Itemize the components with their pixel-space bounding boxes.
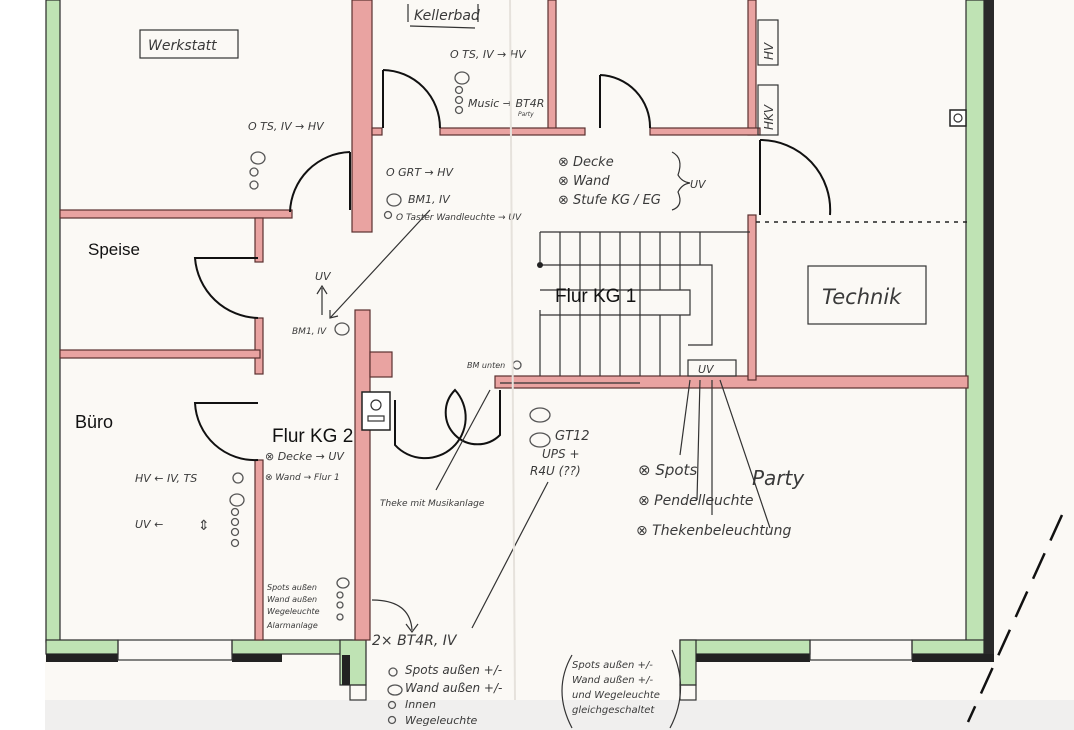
note-bad-music: Music → BT4R [468,97,544,110]
note-theke: Theke mit Musikanlage [380,499,485,509]
boiler-icon [361,391,391,431]
room-buero: Büro [75,412,113,432]
stairs-uv-label: UV [698,363,715,376]
room-hkv: HKV [762,104,776,130]
note-flur1-bm: BM1, IV [408,193,451,206]
dimmer-arrow-icon: ⇕ [198,518,210,534]
room-party: Party [752,466,805,490]
note-party-spots: ⊗ Spots [638,461,697,479]
note-flur2-decke: ⊗ Decke → UV [265,450,345,463]
note-uv-up: UV [315,270,332,283]
note-aussen-wand: Wand außen [267,595,317,604]
note-eingang-wege: Wegeleuchte [405,714,478,727]
note-flur1-grt: O GRT → HV [386,166,455,179]
room-werkstatt: Werkstatt [148,38,217,54]
note-bad-music-sub: Party [518,111,534,118]
note-flur1-wand: ⊗ Wand [558,174,610,189]
note-paren-gleich: gleichgeschaltet [572,705,655,716]
note-aussen-spots: Spots außen [267,583,317,592]
note-flur2-wand: ⊗ Wand → Flur 1 [265,473,340,483]
note-paren-spots: Spots außen +/- [572,660,653,671]
note-aussen-wege: Wegeleuchte [267,607,320,616]
note-bt4r: 2× BT4R, IV [372,633,458,649]
paper-fold [509,0,516,701]
technik-box [807,265,927,325]
note-buero-uv: UV ← [135,518,163,531]
note-flur1-uv: UV [690,178,707,191]
note-werkstatt-ts: O TS, IV → HV [248,120,325,133]
doors [193,69,832,462]
note-flur1-decke: ⊗ Decke [558,155,614,170]
room-technik: Technik [822,285,902,309]
outer-walls [45,0,994,701]
room-kellerbad: Kellerbad [414,8,480,24]
note-eingang-wand: Wand außen +/- [405,681,502,695]
werkstatt-box [139,29,239,59]
note-party-theke: ⊗ Thekenbeleuchtung [636,523,791,539]
note-buero-hv: HV ← IV, TS [135,472,197,485]
note-gt12: GT12 [555,429,590,444]
note-bad-ts: O TS, IV → HV [450,48,527,61]
note-r4u: R4U (??) [530,464,581,478]
dashed-boundary-line [966,514,1064,723]
note-alarmanlage: Alarmanlage [266,621,318,630]
note-paren-wege: und Wegeleuchte [572,690,660,701]
staircase: UV [500,231,750,384]
note-eingang-innen: Innen [405,698,436,711]
note-flur1-stufe: ⊗ Stufe KG / EG [558,193,661,208]
room-speise: Speise [88,240,140,259]
room-hv: HV [762,42,776,60]
note-bm-flur2: BM1, IV [292,327,327,337]
note-bm-unten: BM unten [467,361,505,370]
room-flur-kg1: Flur KG 1 [555,286,636,307]
note-paren-wand: Wand außen +/- [572,675,654,686]
note-flur1-taster: O Taster Wandleuchte → UV [396,213,522,223]
socket-icon [949,109,967,127]
note-ups: UPS + [542,447,580,461]
note-eingang-spots: Spots außen +/- [405,663,502,677]
note-party-pendel: ⊗ Pendelleuchte [638,493,754,509]
room-flur-kg2: Flur KG 2 [272,426,353,447]
lamp-icons [249,151,266,190]
